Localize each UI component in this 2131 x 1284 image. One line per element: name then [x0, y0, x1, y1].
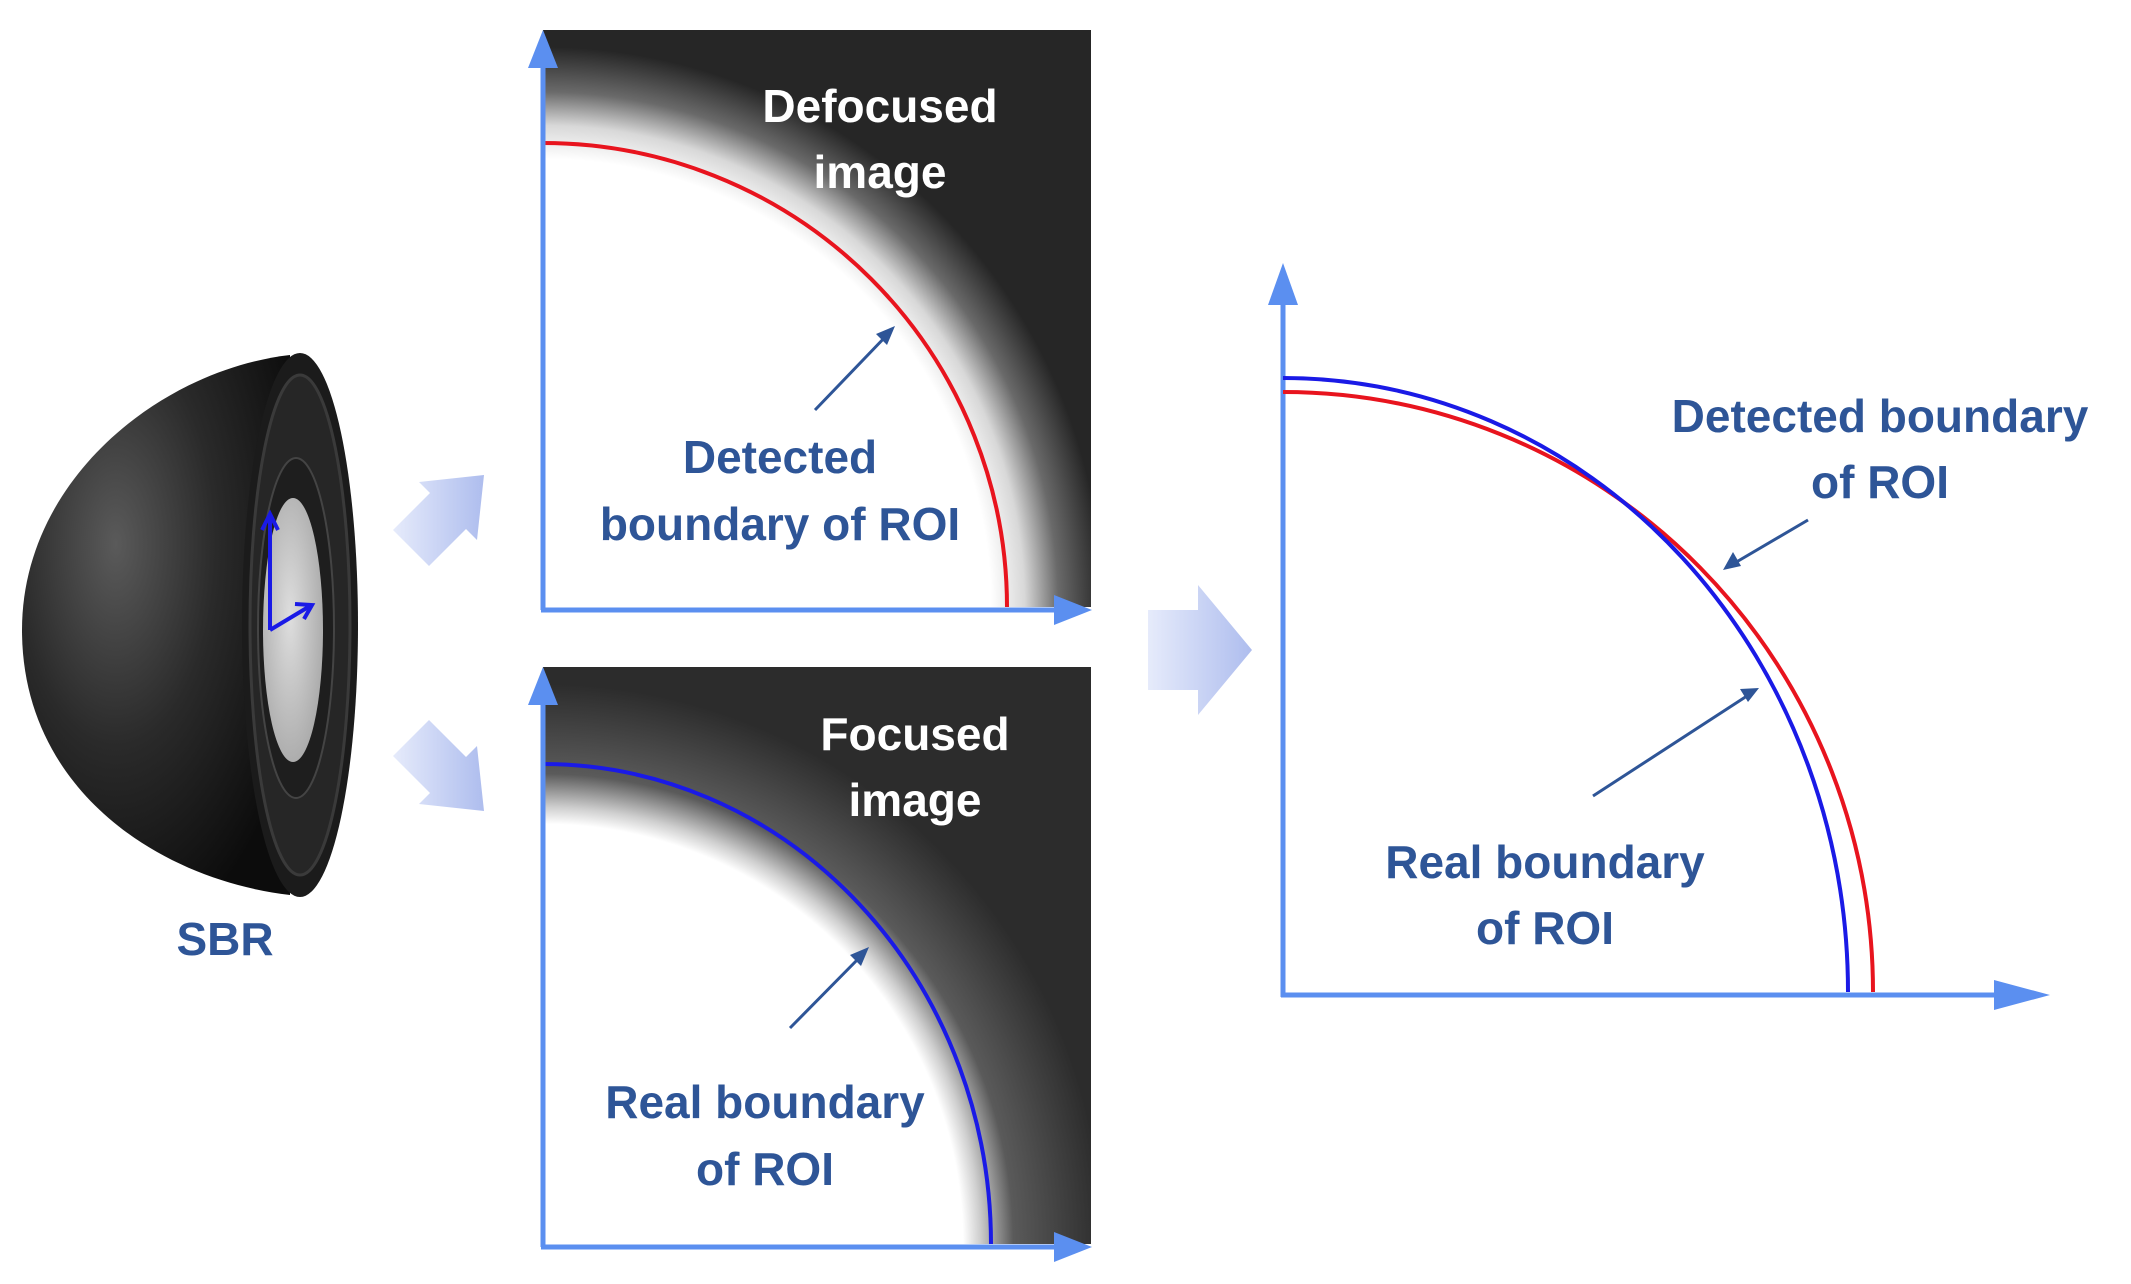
comparison-real-pointer-arrowhead — [1740, 688, 1759, 702]
sbr-hemisphere-image — [22, 353, 358, 897]
comparison-detected-pointer-line — [1732, 518, 1809, 566]
detected-boundary-label-line1: Detected — [683, 431, 877, 483]
detected-boundary-pointer-line — [813, 332, 890, 412]
detected-boundary-pointer-arrowhead — [876, 326, 895, 345]
flow-arrow-to-focused — [393, 720, 484, 811]
flow-arrow-to-comparison — [1148, 585, 1252, 715]
comparison-x-axis-arrowhead — [1994, 980, 2050, 1010]
flow-arrow-to-defocused — [393, 475, 484, 566]
detected-boundary-label-line2: boundary of ROI — [600, 498, 960, 550]
focused-y-axis-arrowhead — [528, 667, 558, 705]
real-boundary-label-line2: of ROI — [696, 1143, 834, 1195]
focused-title-line1: Focused — [820, 708, 1009, 760]
comparison-detected-pointer-arrowhead — [1723, 552, 1741, 570]
defocused-y-axis-arrowhead — [528, 30, 558, 68]
sbr-dome — [22, 355, 290, 895]
comparison-real-boundary-curve — [1282, 376, 1850, 993]
comparison-real-label-line2: of ROI — [1476, 902, 1614, 954]
focused-x-axis-arrowhead — [1054, 1232, 1092, 1262]
comparison-real-label-line1: Real boundary — [1385, 836, 1705, 888]
comparison-detected-boundary-curve — [1282, 390, 1875, 993]
real-boundary-pointer-arrowhead — [850, 947, 869, 966]
detected-boundary-curve — [543, 141, 1009, 607]
defocused-image — [543, 30, 1091, 607]
defocused-x-axis-arrowhead — [1054, 595, 1092, 625]
defocused-title-line2: image — [814, 146, 947, 198]
focused-title-line2: image — [849, 774, 982, 826]
comparison-detected-label-line1: Detected boundary — [1672, 390, 2089, 442]
comparison-panel: Detected boundary of ROI Real boundary o… — [1268, 263, 2089, 1010]
focused-image-panel: Focused image Real boundary of ROI — [528, 667, 1092, 1262]
real-boundary-curve — [543, 762, 993, 1244]
real-boundary-label-line1: Real boundary — [605, 1076, 925, 1128]
comparison-y-axis-arrowhead — [1268, 263, 1298, 305]
defocused-title-line1: Defocused — [762, 80, 997, 132]
real-boundary-pointer-line — [788, 953, 864, 1030]
defocused-image-panel: Defocused image Detected boundary of ROI — [528, 30, 1092, 625]
comparison-detected-label-line2: of ROI — [1811, 456, 1949, 508]
comparison-real-pointer-line — [1592, 692, 1751, 798]
sbr-sample-disc — [263, 498, 323, 762]
sbr-coordinate-icon — [260, 509, 316, 632]
focused-image — [543, 667, 1091, 1244]
sbr-label: SBR — [176, 913, 273, 965]
